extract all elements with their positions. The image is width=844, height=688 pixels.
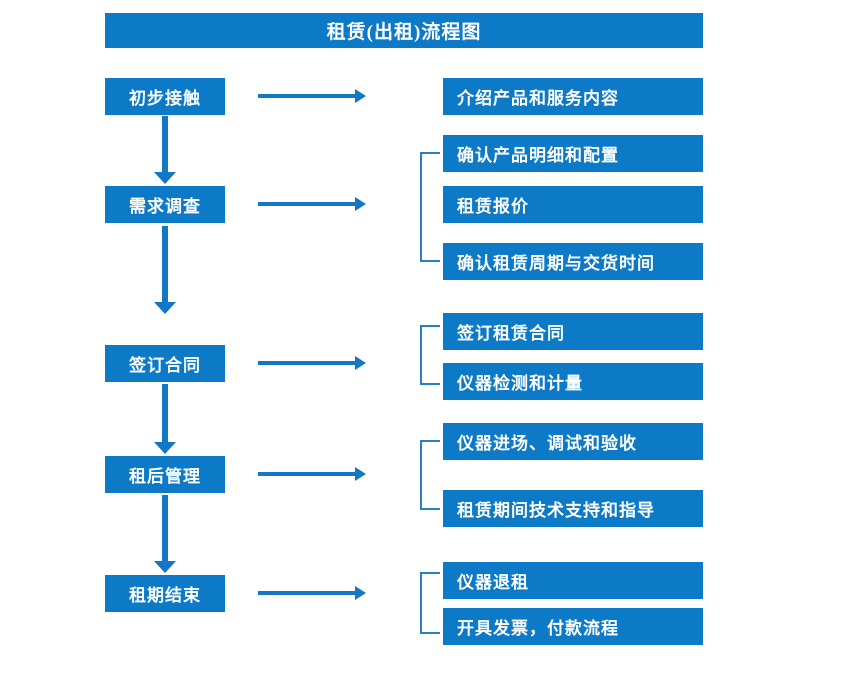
arrow-stem [258, 361, 356, 365]
arrow-stem [258, 472, 356, 476]
arrow-stem [258, 94, 356, 98]
arrow-down-stage-4-to-5 [154, 495, 176, 573]
arrow-right-stage-4 [258, 467, 366, 481]
bracket-group-5 [420, 572, 440, 634]
detail-box-5-1[interactable]: 仪器退租 [443, 562, 703, 599]
stage-box-4[interactable]: 租后管理 [105, 456, 225, 493]
arrow-right-stage-2 [258, 197, 366, 211]
arrow-right-stage-1 [258, 89, 366, 103]
arrow-stem [162, 495, 168, 562]
detail-box-1-1[interactable]: 介绍产品和服务内容 [443, 78, 703, 115]
arrow-head [154, 561, 176, 573]
bracket-group-3 [420, 325, 440, 385]
arrow-head [154, 302, 176, 314]
stage-box-1[interactable]: 初步接触 [105, 78, 225, 115]
arrow-head [154, 442, 176, 454]
detail-box-3-1[interactable]: 签订租赁合同 [443, 313, 703, 350]
detail-box-4-1[interactable]: 仪器进场、调试和验收 [443, 423, 703, 460]
arrow-right-stage-3 [258, 356, 366, 370]
detail-box-4-2[interactable]: 租赁期间技术支持和指导 [443, 490, 703, 527]
stage-box-2[interactable]: 需求调查 [105, 186, 225, 223]
diagram-title: 租赁(出租)流程图 [105, 13, 703, 48]
arrow-head [355, 89, 366, 103]
detail-box-2-3[interactable]: 确认租赁周期与交货时间 [443, 243, 703, 280]
arrow-down-stage-3-to-4 [154, 384, 176, 454]
stage-box-5[interactable]: 租期结束 [105, 575, 225, 612]
bracket-group-2 [420, 152, 440, 262]
arrow-head [154, 172, 176, 184]
arrow-stem [162, 226, 168, 303]
arrow-down-stage-1-to-2 [154, 116, 176, 184]
arrow-down-stage-2-to-3 [154, 226, 176, 314]
arrow-head [355, 197, 366, 211]
arrow-right-stage-5 [258, 586, 366, 600]
arrow-stem [258, 591, 356, 595]
stage-box-3[interactable]: 签订合同 [105, 345, 225, 382]
arrow-stem [162, 116, 168, 173]
arrow-stem [162, 384, 168, 443]
detail-box-2-1[interactable]: 确认产品明细和配置 [443, 135, 703, 172]
bracket-group-4 [420, 440, 440, 510]
arrow-head [355, 586, 366, 600]
arrow-head [355, 356, 366, 370]
arrow-head [355, 467, 366, 481]
arrow-stem [258, 202, 356, 206]
detail-box-5-2[interactable]: 开具发票，付款流程 [443, 608, 703, 645]
detail-box-3-2[interactable]: 仪器检测和计量 [443, 363, 703, 400]
detail-box-2-2[interactable]: 租赁报价 [443, 186, 703, 223]
